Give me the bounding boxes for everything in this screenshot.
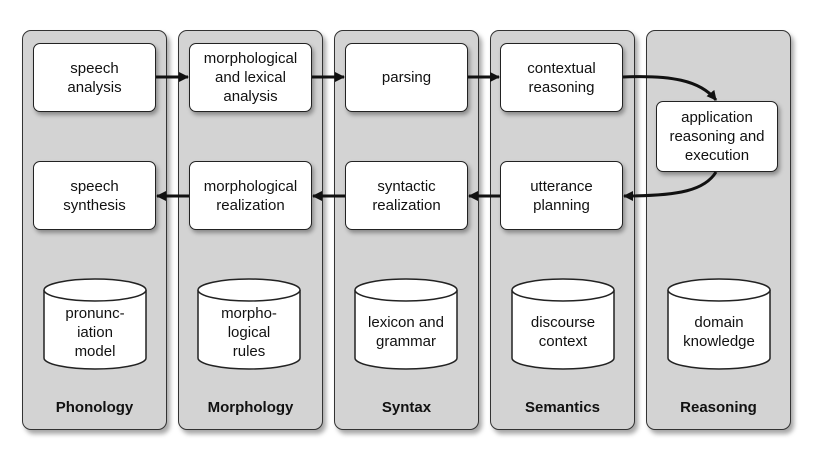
box-speech-analysis-label: speech analysis xyxy=(67,59,122,96)
box-morph-realization-label: morphological realization xyxy=(203,177,298,214)
box-application-reasoning-label: application reasoning and execution xyxy=(669,109,765,164)
box-speech-synthesis-label: speech synthesis xyxy=(63,177,126,214)
store-morphological-rules: morpho- logical rules xyxy=(221,304,277,360)
box-contextual-reasoning: contextual reasoning xyxy=(500,43,623,112)
box-utterance-planning: utterance planning xyxy=(500,161,623,230)
box-syntactic-realization-label: syntactic realization xyxy=(372,177,441,214)
store-domain-knowledge: domain knowledge xyxy=(683,314,755,350)
cylinder-shape-pronunciation xyxy=(43,278,147,370)
cylinder-shape-domain xyxy=(667,278,771,370)
store-lexicon-grammar: lexicon and grammar xyxy=(368,314,444,350)
box-parsing: parsing xyxy=(345,43,468,112)
cylinder-shape-discourse xyxy=(511,278,615,370)
store-pronunciation-model: pronunc- iation model xyxy=(65,304,125,360)
box-contextual-reasoning-label: contextual reasoning xyxy=(527,59,596,96)
column-title-reasoning: Reasoning xyxy=(680,399,757,416)
column-title-syntax: Syntax xyxy=(381,399,432,416)
box-speech-synthesis: speech synthesis xyxy=(33,161,156,230)
column-title-phonology: Phonology xyxy=(55,399,134,416)
column-title-morphology: Morphology xyxy=(207,399,294,416)
box-morph-realization: morphological realization xyxy=(189,161,312,230)
box-morph-lexical-analysis: morphological and lexical analysis xyxy=(189,43,312,112)
column-title-semantics: Semantics xyxy=(524,399,601,416)
box-parsing-label: parsing xyxy=(381,69,432,86)
cylinder-shape-lexicon xyxy=(354,278,458,370)
box-application-reasoning: application reasoning and execution xyxy=(656,101,778,172)
box-syntactic-realization: syntactic realization xyxy=(345,161,468,230)
store-discourse-context: discourse context xyxy=(530,314,596,350)
box-utterance-planning-label: utterance planning xyxy=(530,177,593,214)
box-speech-analysis: speech analysis xyxy=(33,43,156,112)
box-morph-lexical-analysis-label: morphological and lexical analysis xyxy=(203,50,298,105)
cylinder-shape-morph-rules xyxy=(197,278,301,370)
